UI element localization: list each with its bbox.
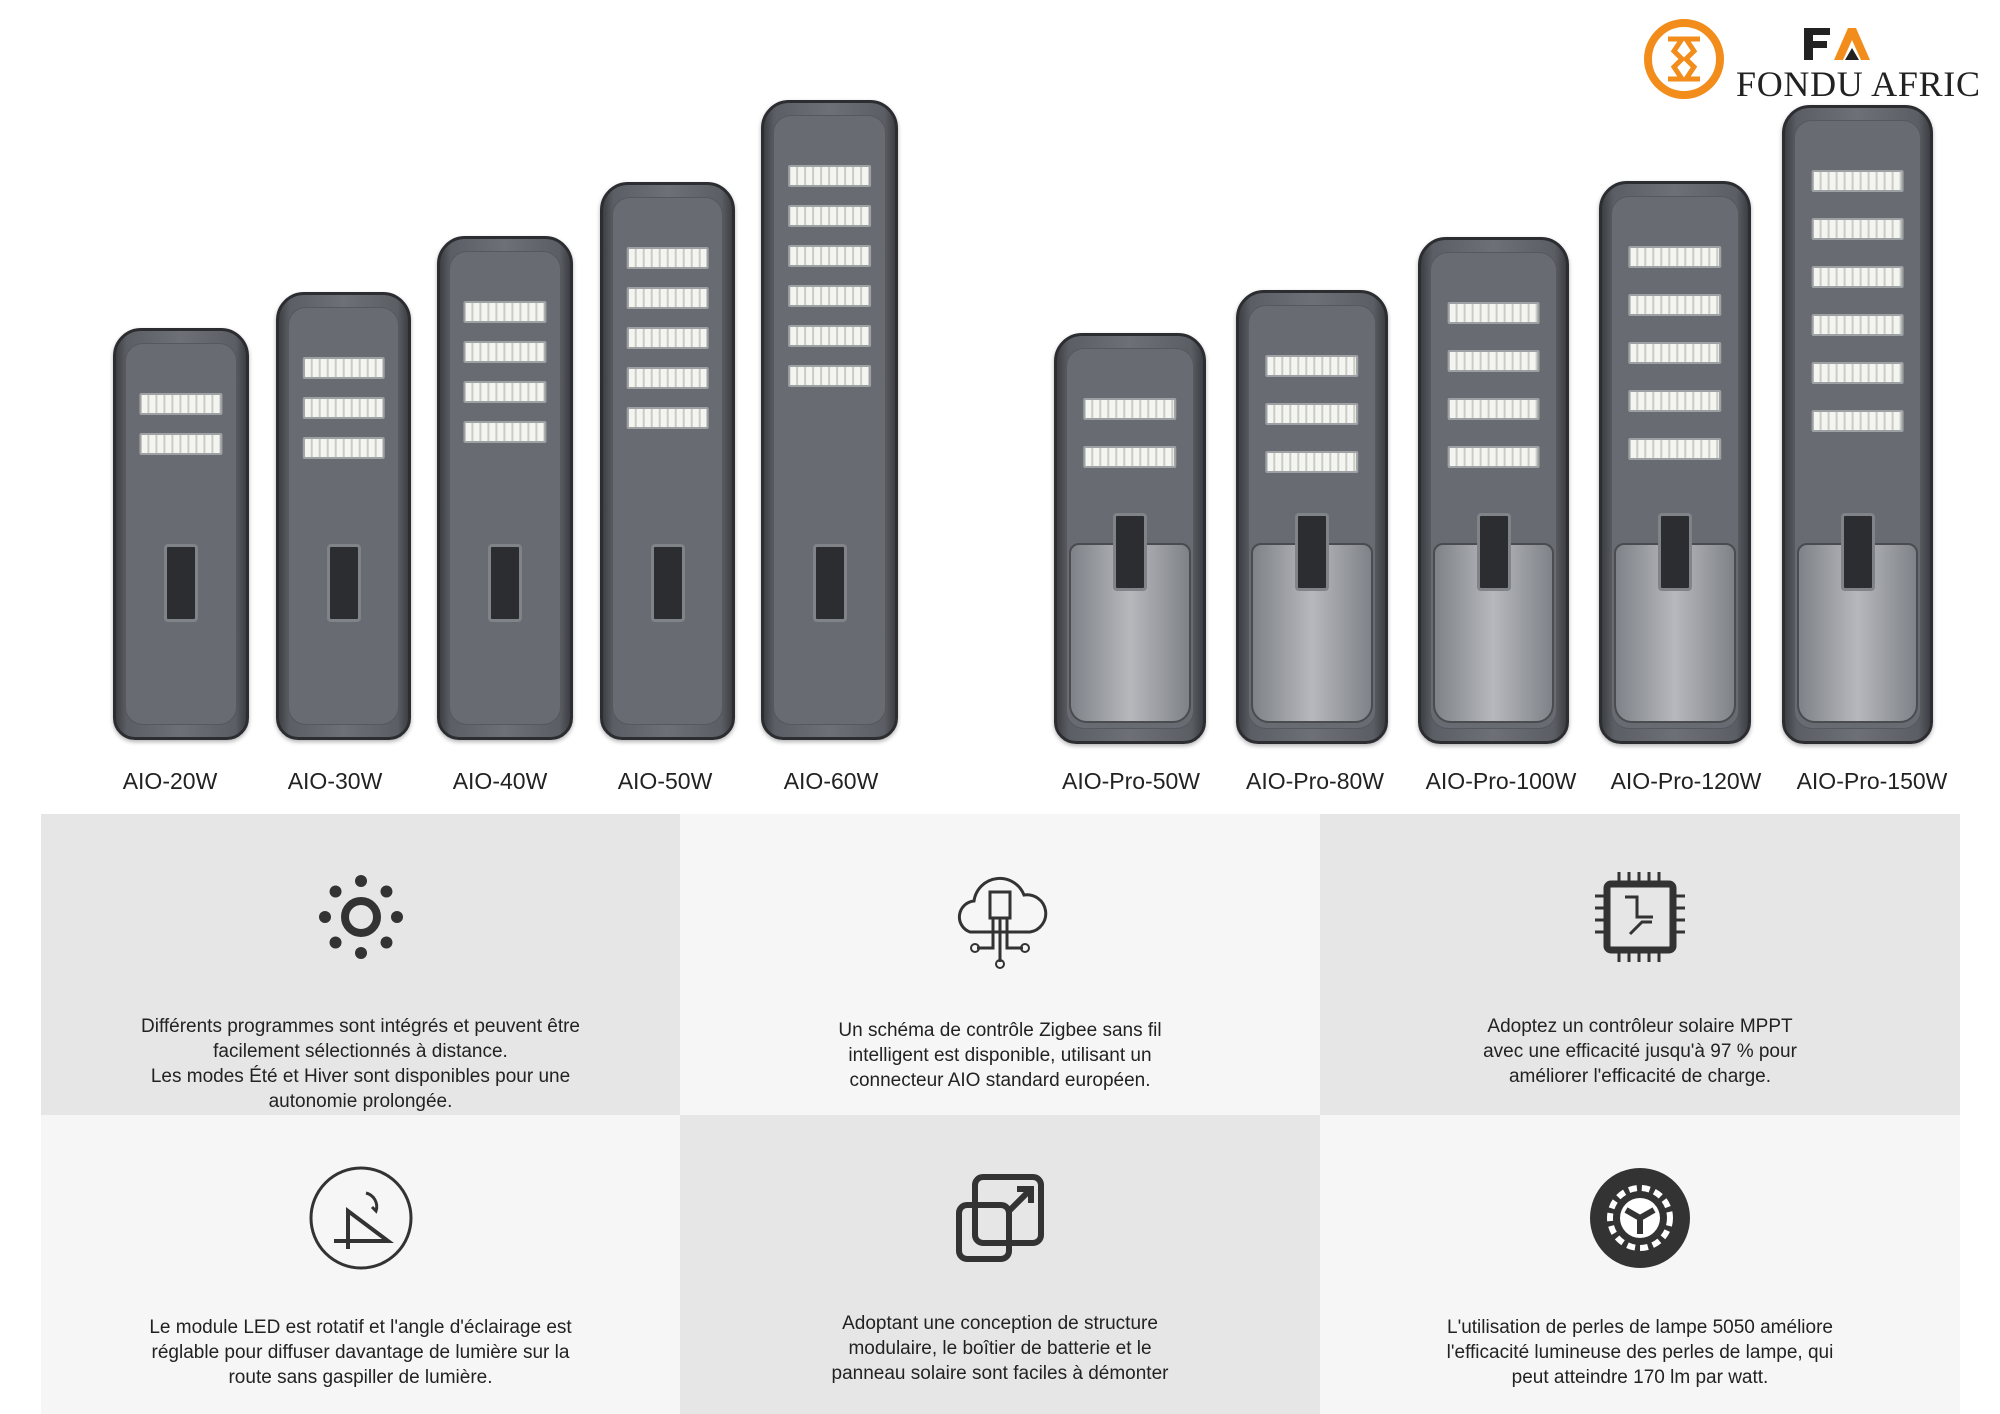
- led-module: [139, 433, 223, 455]
- led-module: [626, 367, 709, 389]
- led-module: [1447, 350, 1540, 372]
- feature-card: Adoptez un contrôleur solaire MPPT avec …: [1320, 814, 1960, 1115]
- led-module: [463, 301, 547, 323]
- led-module: [787, 365, 872, 387]
- model-label: AIO-40W: [452, 768, 548, 794]
- lamp-aio-60w: [761, 100, 898, 740]
- led-module: [1811, 362, 1904, 384]
- led-module: [1628, 438, 1722, 460]
- led-module: [463, 341, 547, 363]
- led-module: [1811, 410, 1904, 432]
- feature-text: Adoptant une conception de structure mod…: [831, 1313, 1169, 1384]
- led-module: [139, 393, 223, 415]
- pole-mount: [1658, 513, 1692, 591]
- led-module: [1628, 342, 1722, 364]
- feature-card: Un schéma de contrôle Zigbee sans fil in…: [680, 814, 1320, 1115]
- led-module: [302, 357, 385, 379]
- cloud-circuit-icon: [957, 876, 1048, 969]
- led-module: [302, 397, 385, 419]
- pole-mount: [1476, 513, 1511, 591]
- model-label: AIO-Pro-120W: [1610, 768, 1762, 794]
- led-module: [302, 437, 385, 459]
- lamp-aio-pro-120w: [1599, 181, 1751, 744]
- pole-mount: [1113, 513, 1147, 591]
- brand-logo: FONDU AFRIC: [1644, 19, 1980, 104]
- led-module: [1083, 398, 1177, 420]
- lamp-aio-30w: [276, 292, 411, 740]
- pole-mount: [488, 544, 522, 622]
- model-label: AIO-30W: [287, 768, 383, 794]
- led-module: [787, 285, 872, 307]
- feature-card: L'utilisation de perles de lampe 5050 am…: [1320, 1115, 1960, 1414]
- feature-text: Différents programmes sont intégrés et p…: [141, 1016, 580, 1112]
- feature-card: Le module LED est rotatif et l'angle d'é…: [41, 1115, 680, 1414]
- model-label: AIO-Pro-100W: [1425, 768, 1577, 794]
- led-module: [1811, 314, 1904, 336]
- led-module: [1447, 398, 1540, 420]
- rotate-angle-icon: [309, 1166, 412, 1270]
- led-module: [463, 381, 547, 403]
- feature-text: Un schéma de contrôle Zigbee sans fil in…: [838, 1020, 1162, 1091]
- sun-icon: [318, 875, 403, 959]
- model-label: AIO-20W: [122, 768, 218, 794]
- lamp-aio-50w: [600, 182, 735, 740]
- led-module: [1447, 446, 1540, 468]
- svg-text:FONDU AFRIC: FONDU AFRIC: [1736, 64, 1980, 104]
- led-module: [787, 325, 872, 347]
- led-module: [1265, 403, 1359, 425]
- led-module: [787, 205, 872, 227]
- model-label: AIO-Pro-80W: [1245, 768, 1385, 794]
- lamp-aio-40w: [437, 236, 573, 740]
- led-module: [1265, 451, 1359, 473]
- led-module: [626, 287, 709, 309]
- pole-mount: [650, 544, 685, 622]
- model-label: AIO-50W: [617, 768, 713, 794]
- feature-text: Adoptez un contrôleur solaire MPPT avec …: [1483, 1016, 1797, 1087]
- led-module: [1447, 302, 1540, 324]
- led-module: [626, 247, 709, 269]
- led-module: [626, 407, 709, 429]
- lamp-aio-pro-100w: [1418, 237, 1569, 744]
- led-module: [787, 165, 872, 187]
- led-module: [1811, 266, 1904, 288]
- led-module: [1628, 390, 1722, 412]
- modular-icon: [956, 1174, 1044, 1262]
- led-module: [787, 245, 872, 267]
- led-module: [1628, 246, 1722, 268]
- feature-text: Le module LED est rotatif et l'angle d'é…: [149, 1317, 572, 1388]
- chip-icon: [1595, 872, 1685, 962]
- led-module: [1811, 170, 1904, 192]
- lamp-aio-20w: [113, 328, 249, 740]
- lamp-aio-pro-80w: [1236, 290, 1388, 744]
- gear-icon: [1590, 1168, 1690, 1268]
- led-module: [626, 327, 709, 349]
- pole-mount: [164, 544, 198, 622]
- model-label: AIO-Pro-50W: [1061, 768, 1201, 794]
- feature-card: Adoptant une conception de structure mod…: [680, 1115, 1320, 1414]
- pole-mount: [326, 544, 361, 622]
- battery-tray: [1068, 543, 1192, 723]
- lamp-aio-pro-50w: [1054, 333, 1206, 744]
- led-module: [1628, 294, 1722, 316]
- feature-text: L'utilisation de perles de lampe 5050 am…: [1446, 1317, 1834, 1388]
- model-label: AIO-Pro-150W: [1796, 768, 1948, 794]
- pole-mount: [1840, 513, 1875, 591]
- led-module: [1811, 218, 1904, 240]
- feature-card: Différents programmes sont intégrés et p…: [41, 814, 680, 1115]
- lamp-aio-pro-150w: [1782, 105, 1933, 744]
- led-module: [1265, 355, 1359, 377]
- model-label: AIO-60W: [783, 768, 879, 794]
- led-module: [1083, 446, 1177, 468]
- pole-mount: [812, 544, 847, 622]
- led-module: [463, 421, 547, 443]
- pole-mount: [1295, 513, 1329, 591]
